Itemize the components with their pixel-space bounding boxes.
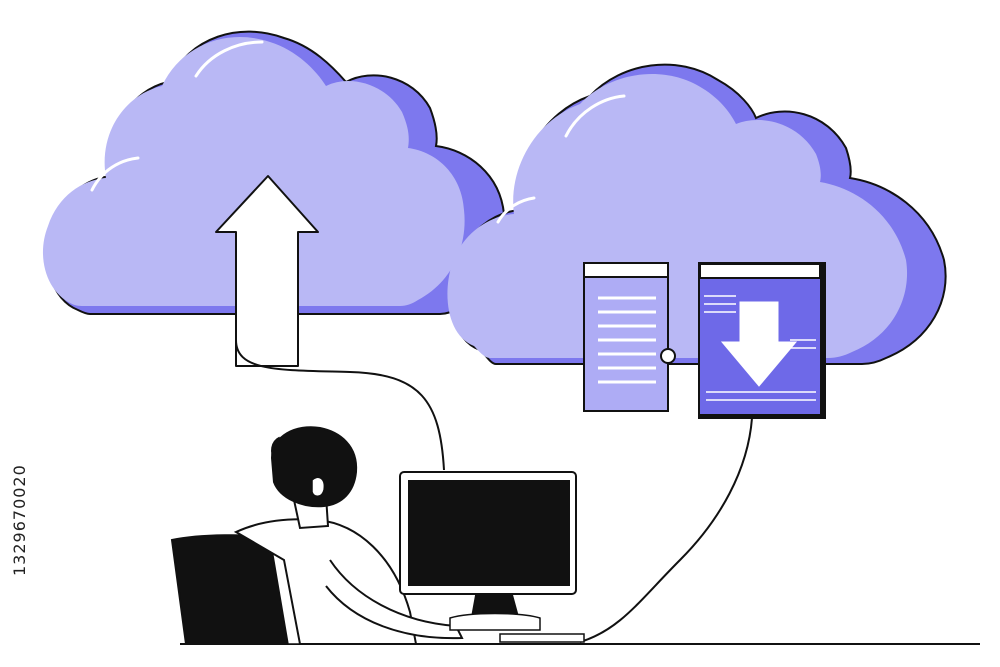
download-panel-icon	[698, 262, 826, 419]
download-cable	[579, 417, 753, 643]
keyboard	[499, 633, 585, 643]
upload-cloud-icon	[42, 30, 508, 315]
computer-monitor-icon	[399, 471, 585, 643]
person	[233, 426, 464, 645]
document-icon	[583, 262, 676, 412]
storage-cloud-icon	[447, 63, 947, 365]
download-arrow-icon	[720, 301, 798, 387]
stock-id-text: 1329670020	[10, 464, 29, 576]
upload-arrow-icon	[215, 175, 319, 367]
office-chair	[170, 534, 301, 645]
upload-cable	[235, 339, 445, 471]
